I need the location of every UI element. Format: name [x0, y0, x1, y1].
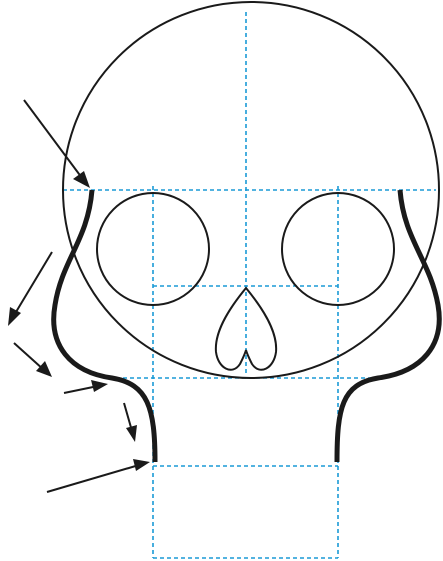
left-jaw-line	[54, 190, 155, 462]
arrow-jaw-curve	[14, 343, 52, 377]
pointer-arrows	[8, 100, 150, 492]
arrow-jaw-corner	[64, 380, 108, 393]
right-jaw-line	[337, 190, 439, 462]
arrow-jaw-down	[124, 403, 137, 442]
arrow-cheek-left	[8, 252, 52, 326]
arrow-jaw-bottom	[47, 459, 150, 492]
